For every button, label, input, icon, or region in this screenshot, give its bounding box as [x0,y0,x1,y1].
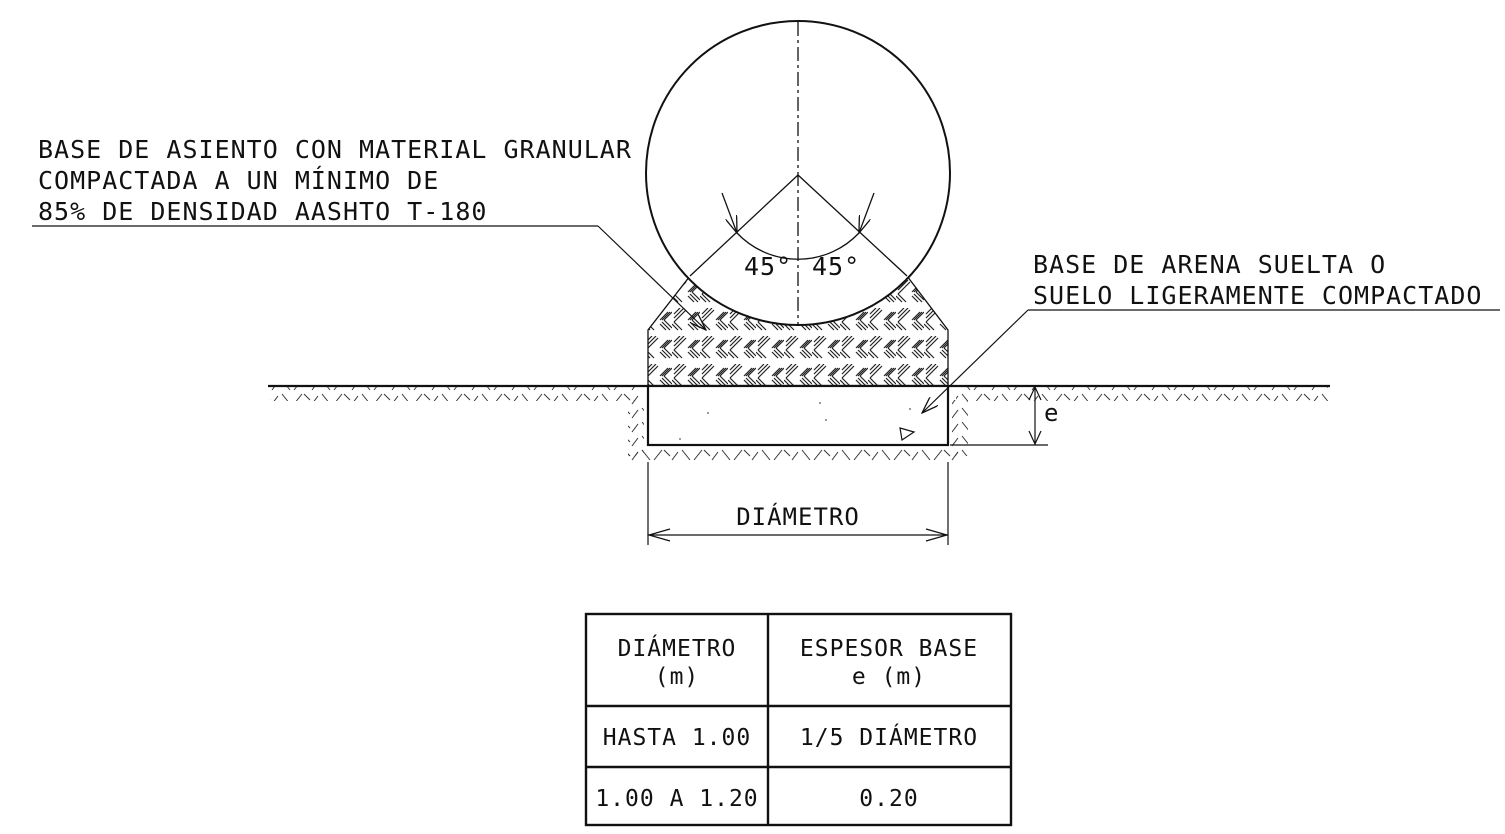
table-header-2-line2: e (m) [852,664,926,690]
table-cell-r1c1: HASTA 1.00 [603,725,751,751]
soil-hatch-left [270,387,640,401]
granular-label-line2: COMPACTADA A UN MÍNIMO DE [38,166,439,195]
angle-arc [736,232,860,260]
granular-leader [597,225,706,330]
table-cell-r2c1: 1.00 A 1.20 [595,786,758,812]
granular-label-line3: 85% DE DENSIDAD AASHTO T-180 [38,197,487,226]
thickness-arrow-top [1028,385,1042,401]
table-border [584,612,1013,827]
table-header-1-line1: DIÁMETRO [618,634,737,662]
sand-leader [922,309,1029,413]
diameter-arrow-right [925,528,950,542]
soil-hatch-left-side [628,400,644,456]
soil-hatch-right [956,387,1328,401]
thickness-label: e [1044,399,1059,427]
angle-arrow-right [859,192,875,233]
sand-label-line1: BASE DE ARENA SUELTA O [1033,250,1386,279]
granular-label-line1: BASE DE ASIENTO CON MATERIAL GRANULAR [38,135,632,164]
angle-label-left: 45° [744,252,792,281]
table-cell-r2c2: 0.20 [859,786,918,812]
table-header-1-line2: (m) [655,664,700,690]
table-header-2-line1: ESPESOR BASE [800,636,978,662]
diameter-label: DIÁMETRO [736,502,860,531]
diameter-arrow-left [646,528,671,542]
sand-dots [679,402,911,440]
table-cell-r1c2: 1/5 DIÁMETRO [800,723,978,751]
soil-hatch-right-side [952,400,968,456]
sand-label-line2: SUELO LIGERAMENTE COMPACTADO [1033,281,1482,310]
thickness-arrow-bottom [1028,430,1042,446]
angle-arrow-left [721,192,737,233]
angle-label-right: 45° [812,252,860,281]
sand-base [646,384,950,447]
angle-line-right [797,174,908,277]
soil-hatch-bottom [628,448,958,462]
angle-line-left [689,174,799,277]
sand-triangle [899,427,916,442]
thickness-table: DIÁMETRO (m) ESPESOR BASE e (m) HASTA 1.… [584,612,1013,827]
